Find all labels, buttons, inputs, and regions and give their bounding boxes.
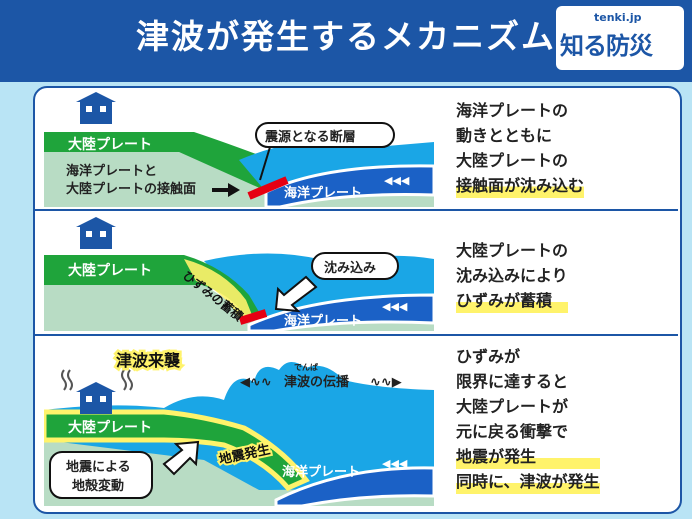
continental-plate-shape — [44, 132, 292, 192]
panel2-desc-highlight: ひずみが蓄積 — [456, 288, 569, 313]
panel1-desc-highlight: 接触面が沈み込む — [456, 173, 585, 198]
fault-callout-pointer — [259, 146, 271, 181]
panel3-desc-line: 元に戻る衝撃で — [456, 422, 569, 441]
panel3-continental-label: 大陸プレート — [68, 419, 152, 436]
header-bar: 津波が発生するメカニズム tenki.jp 知る防災 — [0, 0, 692, 82]
strain-glow — [184, 259, 252, 319]
panel1-desc-line: 大陸プレートの — [456, 151, 569, 170]
logo-subtitle: tenki.jp — [594, 11, 642, 24]
panel3-desc-highlight: 同時に、津波が発生 — [456, 469, 600, 494]
panel1-left-arrows: ◀◀◀ — [384, 174, 410, 187]
panel2-left-arrows: ◀◀◀ — [382, 300, 408, 313]
page-title: 津波が発生するメカニズム — [136, 17, 556, 56]
arrow-up-right-icon — [162, 440, 200, 476]
shake-lines-icon — [61, 369, 133, 391]
panel1-continental-label: 大陸プレート — [68, 136, 152, 153]
continental-plate-shape — [44, 409, 310, 492]
panel1-desc-line: 海洋プレートの — [456, 101, 569, 120]
panel1-diagram: 大陸プレート 海洋プレートと 大陸プレートの接触面 震源となる断層 海洋プレート… — [44, 92, 434, 207]
propagation-right-arrow: ∿∿▶ — [370, 375, 402, 390]
fault-callout-label: 震源となる断層 — [264, 129, 356, 145]
house-icon — [76, 217, 116, 249]
arrow-right-icon — [212, 183, 240, 197]
panel1-desc-line: 動きとともに — [456, 126, 553, 145]
sink-callout-label: 沈み込み — [324, 260, 376, 276]
panel3-diagram: 津波来襲 でんぱ ◀∿∿ 津波の伝播 ∿∿▶ 大陸プレート 地震発生 地震による… — [44, 349, 434, 506]
panel2-continental-label: 大陸プレート — [68, 262, 152, 279]
crust-label-2: 地殻変動 — [72, 478, 124, 494]
crust-callout-box — [49, 451, 153, 499]
panel3-desc-line: 限界に達すると — [456, 372, 569, 391]
arrow-down-left-icon — [274, 275, 318, 313]
oceanic-plate-shape — [264, 164, 434, 207]
fault-callout-box — [255, 122, 395, 148]
sink-callout-box — [311, 252, 399, 280]
panel3-desc-line: ひずみが — [456, 347, 521, 366]
panel-separator — [35, 334, 678, 336]
panel2-desc-line: 大陸プレートの — [456, 241, 569, 260]
panel2-oceanic-label: 海洋プレート — [284, 313, 362, 329]
fault-line — [247, 176, 289, 200]
panel2-diagram: 大陸プレート ひずみの蓄積 沈み込み 海洋プレート ◀◀◀ — [44, 217, 434, 331]
sea-water — [239, 142, 434, 192]
panel-separator — [35, 209, 678, 211]
panel3-left-arrows: ◀◀◀ — [382, 457, 408, 470]
oceanic-plate-shape — [274, 466, 434, 506]
tenki-logo: tenki.jp 知る防災 — [556, 6, 684, 70]
propagation-label: 津波の伝播 — [284, 374, 350, 390]
panel3-description: ひずみが 限界に達すると 大陸プレートが 元に戻る衝撃で 地震が発生 同時に、津… — [456, 344, 600, 494]
oceanic-plate-shape — [247, 293, 434, 331]
panel1-description: 海洋プレートの 動きとともに 大陸プレートの 接触面が沈み込む — [456, 98, 585, 198]
house-icon — [76, 92, 116, 124]
propagation-left-arrow: ◀∿∿ — [240, 375, 272, 390]
house-icon — [76, 382, 116, 414]
panel3-oceanic-label: 海洋プレート — [282, 464, 360, 480]
panel2-desc-line: 沈み込みにより — [456, 266, 568, 285]
panel1-oceanic-label: 海洋プレート — [284, 185, 362, 201]
panel1-interface-label-2: 大陸プレートの接触面 — [66, 181, 196, 197]
fault-line — [238, 309, 268, 325]
tsunami-title: 津波来襲 — [116, 351, 181, 370]
panel2-description: 大陸プレートの 沈み込みにより ひずみが蓄積 — [456, 238, 569, 313]
logo-wordmark: 知る防災 — [560, 32, 653, 60]
crust-label-1: 地震による — [66, 459, 131, 475]
panel3-desc-highlight: 地震が発生 — [456, 444, 600, 469]
panel1-interface-label-1: 海洋プレートと — [66, 163, 157, 179]
panel3-desc-line: 大陸プレートが — [456, 397, 569, 416]
propagation-ruby: でんぱ — [294, 362, 318, 372]
